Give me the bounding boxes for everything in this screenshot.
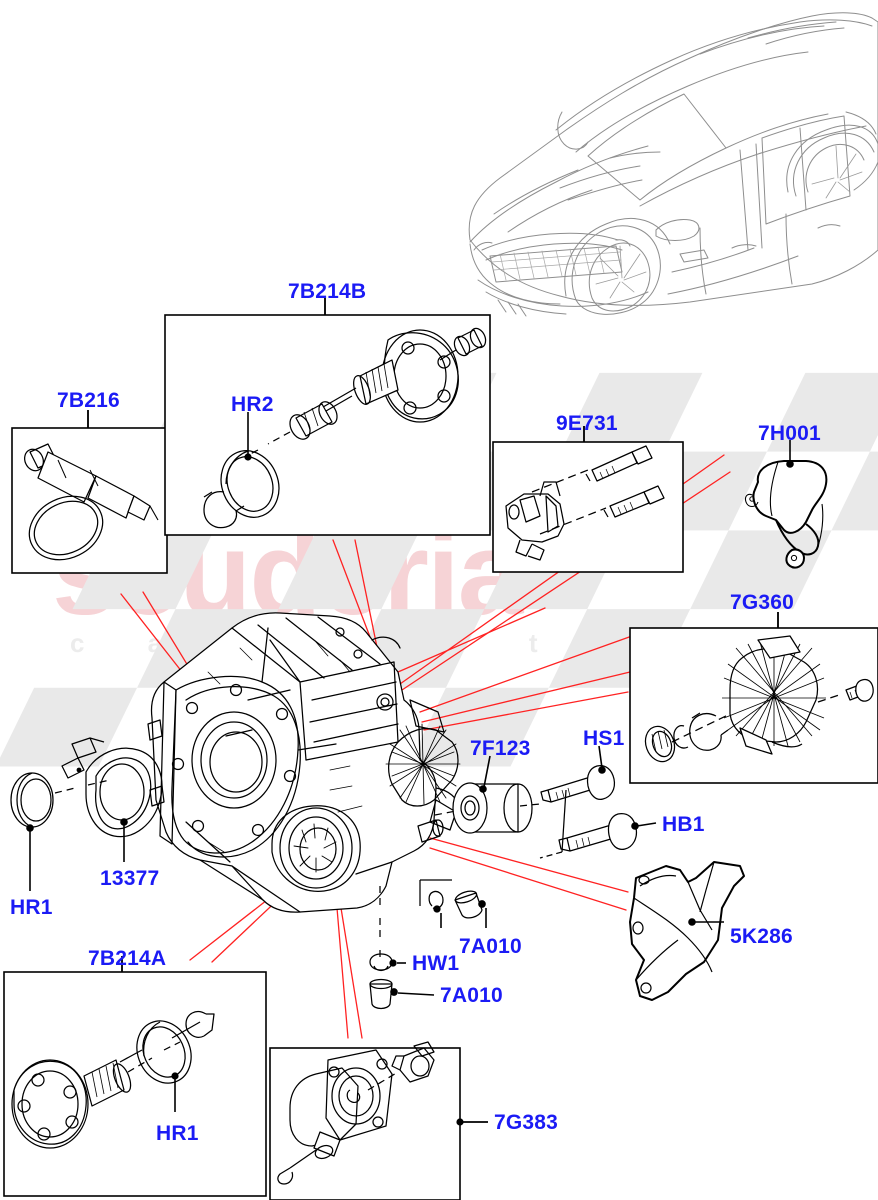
callout-label-7B214B[interactable]: 7B214B xyxy=(288,280,367,303)
callout-label-13377[interactable]: 13377 xyxy=(100,867,160,890)
callout-pointers xyxy=(29,298,791,1123)
bolt-HB1 xyxy=(558,812,638,852)
callout-label-7B216[interactable]: 7B216 xyxy=(57,389,120,412)
heat-shield-7H001 xyxy=(744,460,828,569)
callout-label-7G383[interactable]: 7G383 xyxy=(494,1111,559,1134)
callout-label-9E731[interactable]: 9E731 xyxy=(556,412,618,435)
actuator-fan-lines xyxy=(722,641,826,747)
callout-label-HB1[interactable]: HB1 xyxy=(662,813,705,836)
inset-box-7G360 xyxy=(629,612,878,784)
inset-box-7B216 xyxy=(11,410,168,574)
idler-roller-7F123 xyxy=(434,782,541,834)
inset-box-9E731 xyxy=(492,426,684,573)
callout-label-5K286[interactable]: 5K286 xyxy=(730,925,793,948)
inset-box-7B214B xyxy=(164,298,491,536)
callout-label-7H001[interactable]: 7H001 xyxy=(758,422,821,445)
callout-dots xyxy=(26,460,794,926)
callout-label-7A010-lower[interactable]: 7A010 xyxy=(440,984,503,1007)
callout-label-HR2[interactable]: HR2 xyxy=(231,393,274,416)
callout-label-HR1-inset[interactable]: HR1 xyxy=(156,1122,199,1145)
stud-HS1 xyxy=(539,764,616,859)
callout-label-7F123[interactable]: 7F123 xyxy=(470,737,531,760)
inset-box-7G383 xyxy=(269,1041,488,1200)
transfer-case-assembly xyxy=(147,612,461,913)
front-output-seal-group xyxy=(10,737,163,838)
callout-label-7G360[interactable]: 7G360 xyxy=(730,591,795,614)
actuator-fan-detail xyxy=(385,723,461,805)
callout-label-7B214A[interactable]: 7B214A xyxy=(88,947,167,970)
callout-label-HS1[interactable]: HS1 xyxy=(583,727,625,750)
plugs-and-washer-group xyxy=(369,879,486,1010)
callout-label-7A010-upper[interactable]: 7A010 xyxy=(459,935,522,958)
inset-box-7B214A xyxy=(3,956,267,1197)
vehicle-illustration xyxy=(468,12,878,317)
callout-label-HW1[interactable]: HW1 xyxy=(412,952,460,975)
support-bracket-5K286 xyxy=(629,861,745,1001)
callout-label-HR1[interactable]: HR1 xyxy=(10,896,53,919)
